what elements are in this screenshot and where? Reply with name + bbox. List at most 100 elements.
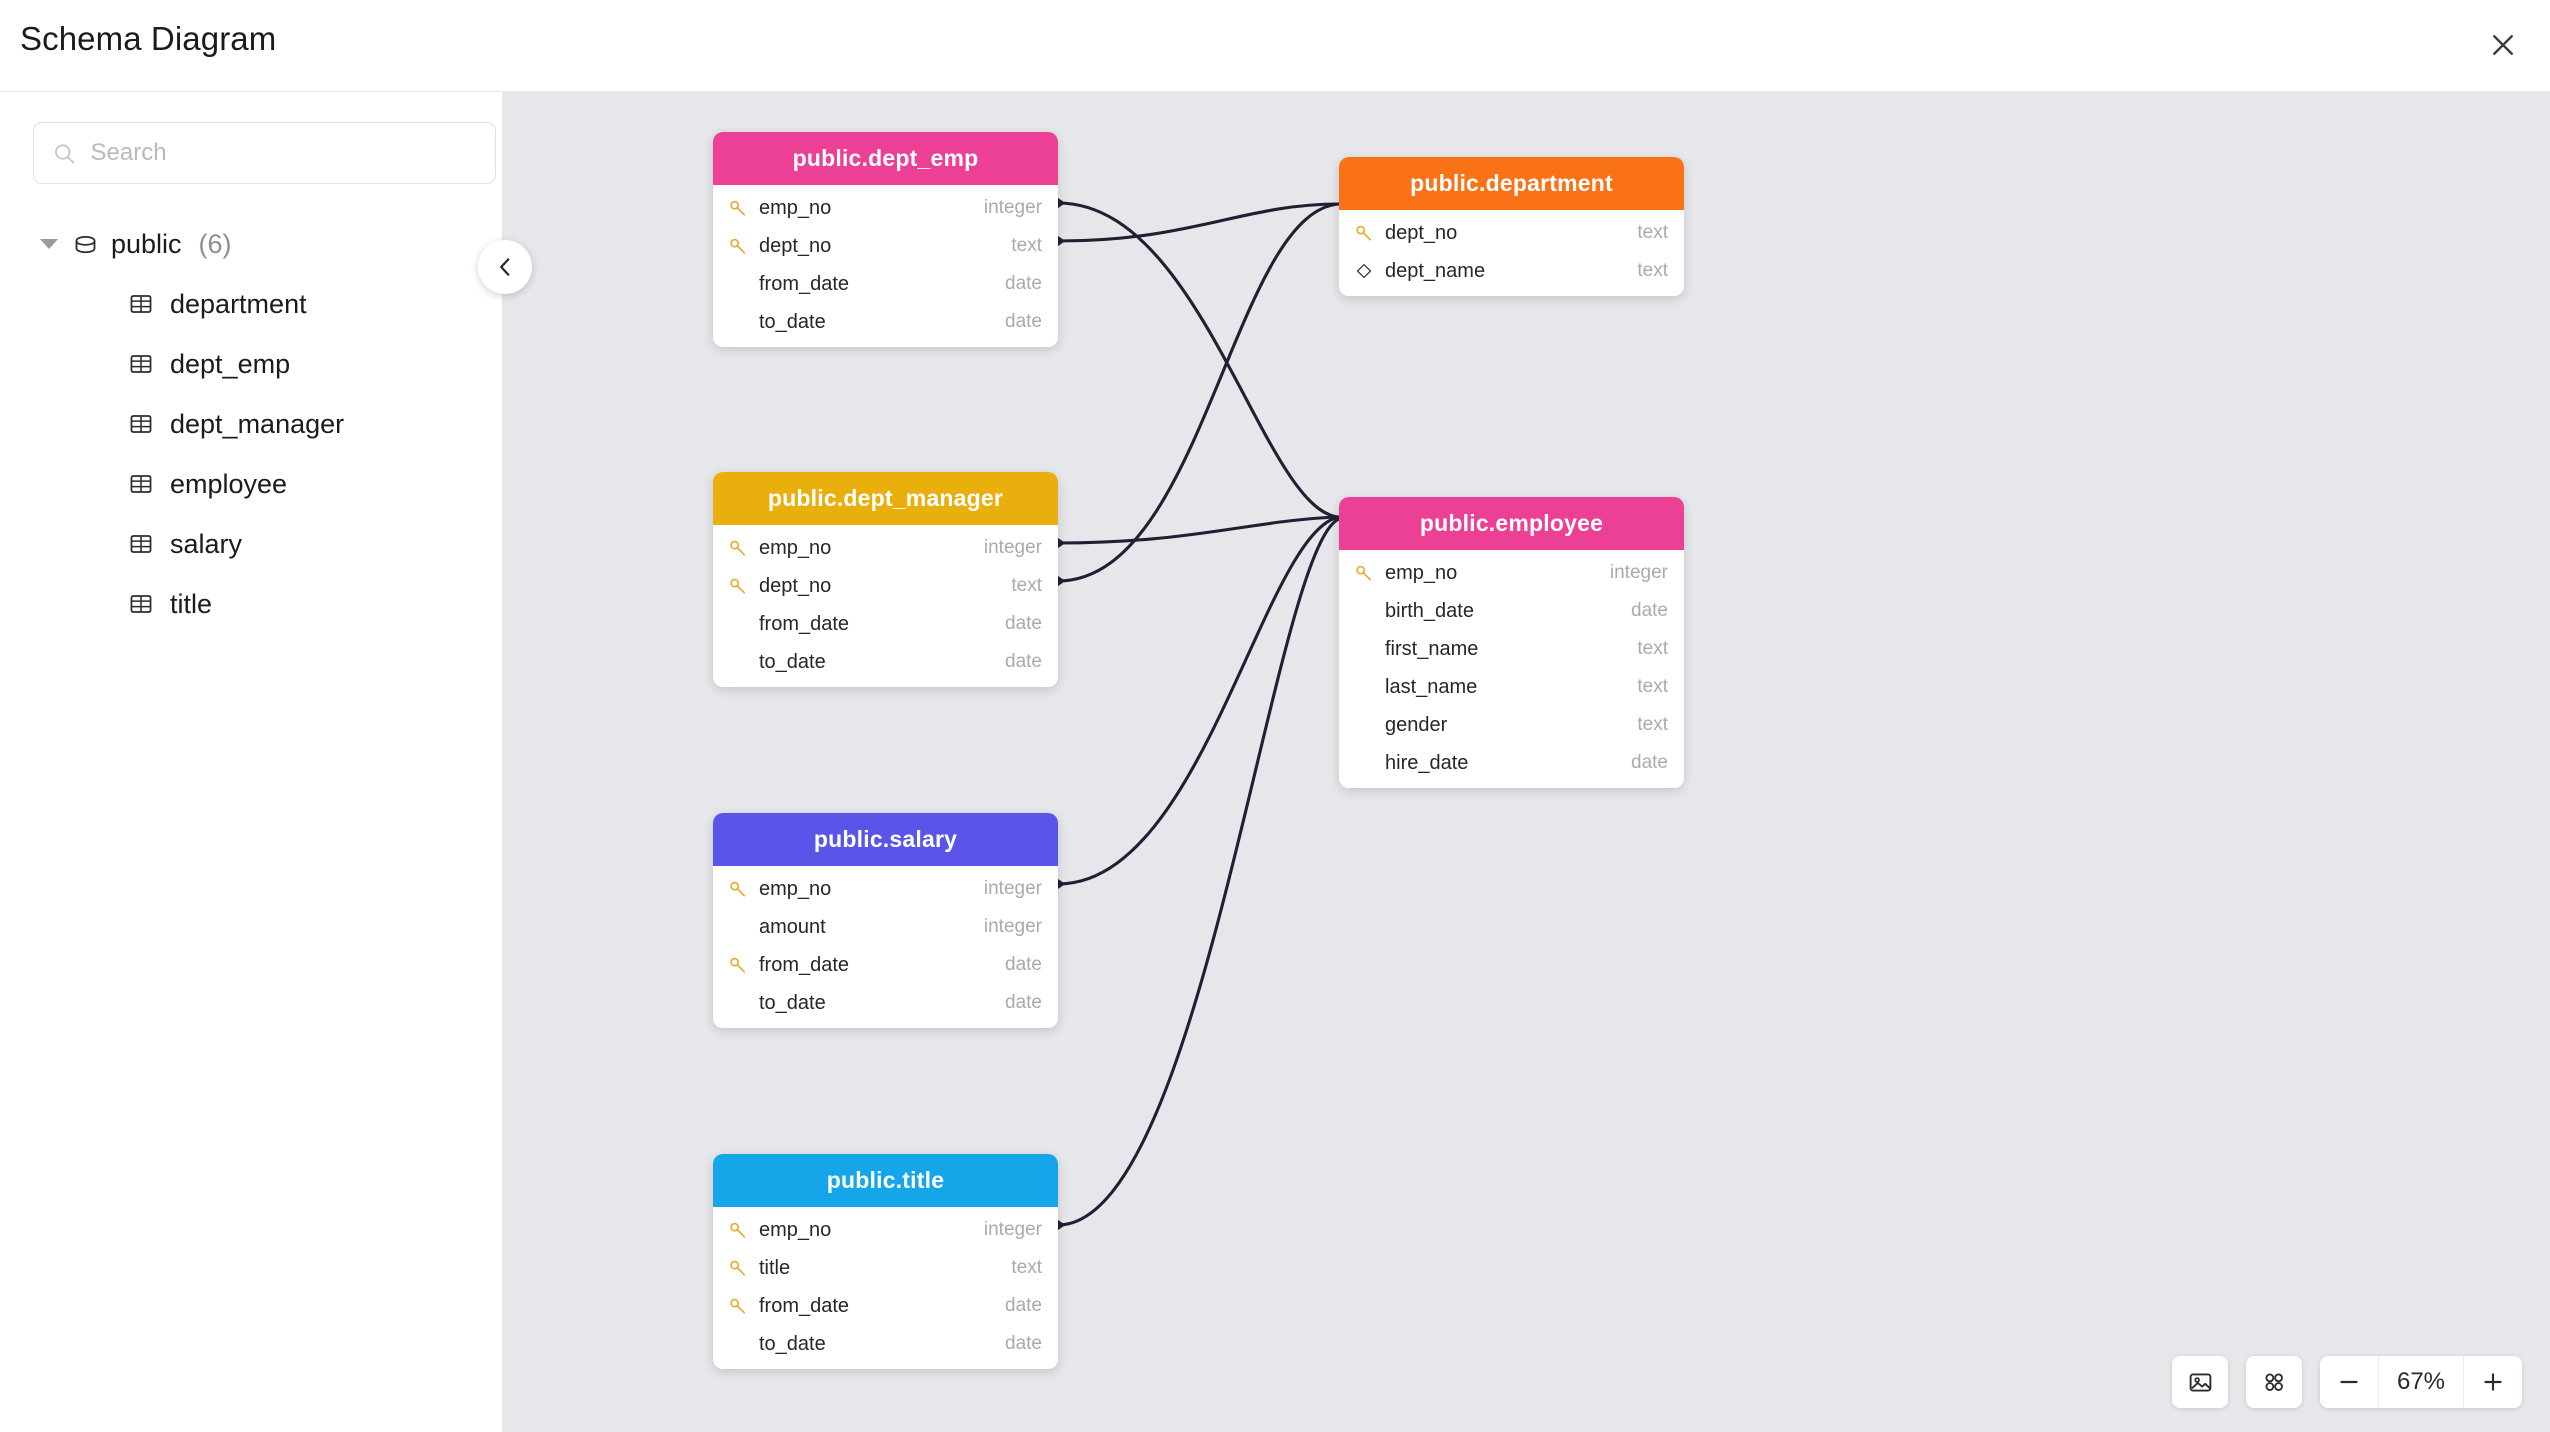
caret-down-icon[interactable] xyxy=(40,239,58,249)
field-row[interactable]: to_date date xyxy=(713,303,1058,341)
database-icon xyxy=(75,235,96,253)
no-icon xyxy=(1353,638,1375,660)
sidebar: public (6) department dept_emp xyxy=(0,92,503,1432)
field-row[interactable]: from_date date xyxy=(713,605,1058,643)
table-card-title: public.employee xyxy=(1419,510,1604,536)
sidebar-item-salary[interactable]: salary xyxy=(0,514,503,574)
key-icon xyxy=(727,954,749,976)
table-card-title: public.department xyxy=(1410,170,1613,196)
sidebar-item-label: dept_emp xyxy=(170,348,291,379)
table-card-title: public.salary xyxy=(813,826,958,852)
key-icon xyxy=(1353,562,1375,584)
field-name: gender xyxy=(1385,713,1448,736)
table-card-employee[interactable]: public.employee emp_no integer birth_dat… xyxy=(1339,497,1684,788)
table-card-body: emp_no integer birth_date date first_nam… xyxy=(1339,550,1684,788)
key-icon xyxy=(727,1295,749,1317)
field-name: dept_no xyxy=(759,234,832,257)
edge-dept_emp-employee xyxy=(1057,201,1340,519)
sidebar-item-label: dept_manager xyxy=(170,408,345,439)
field-name: birth_date xyxy=(1385,599,1474,622)
canvas-toolbar: 67% xyxy=(2172,1356,2522,1408)
field-row[interactable]: emp_no integer xyxy=(713,529,1058,567)
table-card-header: public.department xyxy=(1339,157,1684,210)
table-icon xyxy=(130,295,152,313)
field-type: integer xyxy=(983,878,1042,899)
field-type: text xyxy=(1011,1257,1042,1278)
no-icon xyxy=(727,651,749,673)
sidebar-item-dept_manager[interactable]: dept_manager xyxy=(0,394,503,454)
zoom-in-button[interactable] xyxy=(2464,1356,2522,1408)
close-button[interactable] xyxy=(2474,16,2532,74)
zoom-out-button[interactable] xyxy=(2320,1356,2378,1408)
field-row[interactable]: emp_no integer xyxy=(1339,554,1684,592)
field-row[interactable]: dept_name text xyxy=(1339,252,1684,290)
table-card-title: public.dept_manager xyxy=(767,485,1004,511)
layout-grid-button[interactable] xyxy=(2246,1356,2302,1408)
edge-dept_manager-department xyxy=(1057,202,1340,583)
schema-count: (6) xyxy=(198,228,232,259)
field-row[interactable]: amount integer xyxy=(713,908,1058,946)
export-image-button[interactable] xyxy=(2172,1356,2228,1408)
key-icon xyxy=(727,235,749,257)
no-icon xyxy=(727,613,749,635)
no-icon xyxy=(1353,752,1375,774)
field-row[interactable]: first_name text xyxy=(1339,630,1684,668)
search-box[interactable] xyxy=(33,122,496,184)
field-row[interactable]: title text xyxy=(713,1249,1058,1287)
field-type: date xyxy=(1005,613,1042,634)
sidebar-item-dept_emp[interactable]: dept_emp xyxy=(0,334,503,394)
key-icon xyxy=(1353,222,1375,244)
sidebar-item-label: salary xyxy=(170,528,243,559)
field-type: integer xyxy=(983,916,1042,937)
table-card-title[interactable]: public.title emp_no integer title text xyxy=(713,1154,1058,1369)
schema-name: public xyxy=(111,228,182,259)
field-type: text xyxy=(1011,235,1042,256)
diagram-canvas[interactable]: public.dept_emp emp_no integer dept_no t… xyxy=(503,92,2550,1432)
field-row[interactable]: hire_date date xyxy=(1339,744,1684,782)
table-card-salary[interactable]: public.salary emp_no integer amount inte… xyxy=(713,813,1058,1028)
no-icon xyxy=(727,311,749,333)
table-icon xyxy=(130,415,152,433)
field-row[interactable]: emp_no integer xyxy=(713,870,1058,908)
sidebar-item-title[interactable]: title xyxy=(0,574,503,634)
diamond-icon xyxy=(1353,260,1375,282)
field-type: text xyxy=(1011,575,1042,596)
key-icon xyxy=(727,1257,749,1279)
field-row[interactable]: gender text xyxy=(1339,706,1684,744)
field-row[interactable]: emp_no integer xyxy=(713,189,1058,227)
sidebar-collapse-button[interactable] xyxy=(478,240,532,294)
field-name: emp_no xyxy=(759,536,832,559)
field-row[interactable]: from_date date xyxy=(713,946,1058,984)
no-icon xyxy=(727,273,749,295)
key-icon xyxy=(727,878,749,900)
field-row[interactable]: from_date date xyxy=(713,1287,1058,1325)
table-card-dept_emp[interactable]: public.dept_emp emp_no integer dept_no t… xyxy=(713,132,1058,347)
field-row[interactable]: to_date date xyxy=(713,643,1058,681)
search-input[interactable] xyxy=(90,139,477,167)
field-row[interactable]: dept_no text xyxy=(713,567,1058,605)
chevron-left-icon xyxy=(500,258,510,276)
table-card-department[interactable]: public.department dept_no text dept_name… xyxy=(1339,157,1684,296)
field-row[interactable]: last_name text xyxy=(1339,668,1684,706)
table-icon xyxy=(130,475,152,493)
field-row[interactable]: from_date date xyxy=(713,265,1058,303)
field-name: to_date xyxy=(759,1332,826,1355)
field-row[interactable]: emp_no integer xyxy=(713,1211,1058,1249)
table-card-header: public.dept_emp xyxy=(713,132,1058,185)
sidebar-item-department[interactable]: department xyxy=(0,274,503,334)
field-type: date xyxy=(1631,752,1668,773)
field-row[interactable]: dept_no text xyxy=(713,227,1058,265)
field-row[interactable]: birth_date date xyxy=(1339,592,1684,630)
field-row[interactable]: dept_no text xyxy=(1339,214,1684,252)
tree-node-public[interactable]: public (6) xyxy=(0,214,503,274)
sidebar-item-employee[interactable]: employee xyxy=(0,454,503,514)
field-row[interactable]: to_date date xyxy=(713,1325,1058,1363)
table-card-dept_manager[interactable]: public.dept_manager emp_no integer dept_… xyxy=(713,472,1058,687)
search-container xyxy=(33,122,496,184)
table-card-body: emp_no integer title text from_date date xyxy=(713,1207,1058,1369)
no-icon xyxy=(727,1333,749,1355)
no-icon xyxy=(1353,714,1375,736)
table-card-body: emp_no integer dept_no text from_date da… xyxy=(713,525,1058,687)
field-row[interactable]: to_date date xyxy=(713,984,1058,1022)
